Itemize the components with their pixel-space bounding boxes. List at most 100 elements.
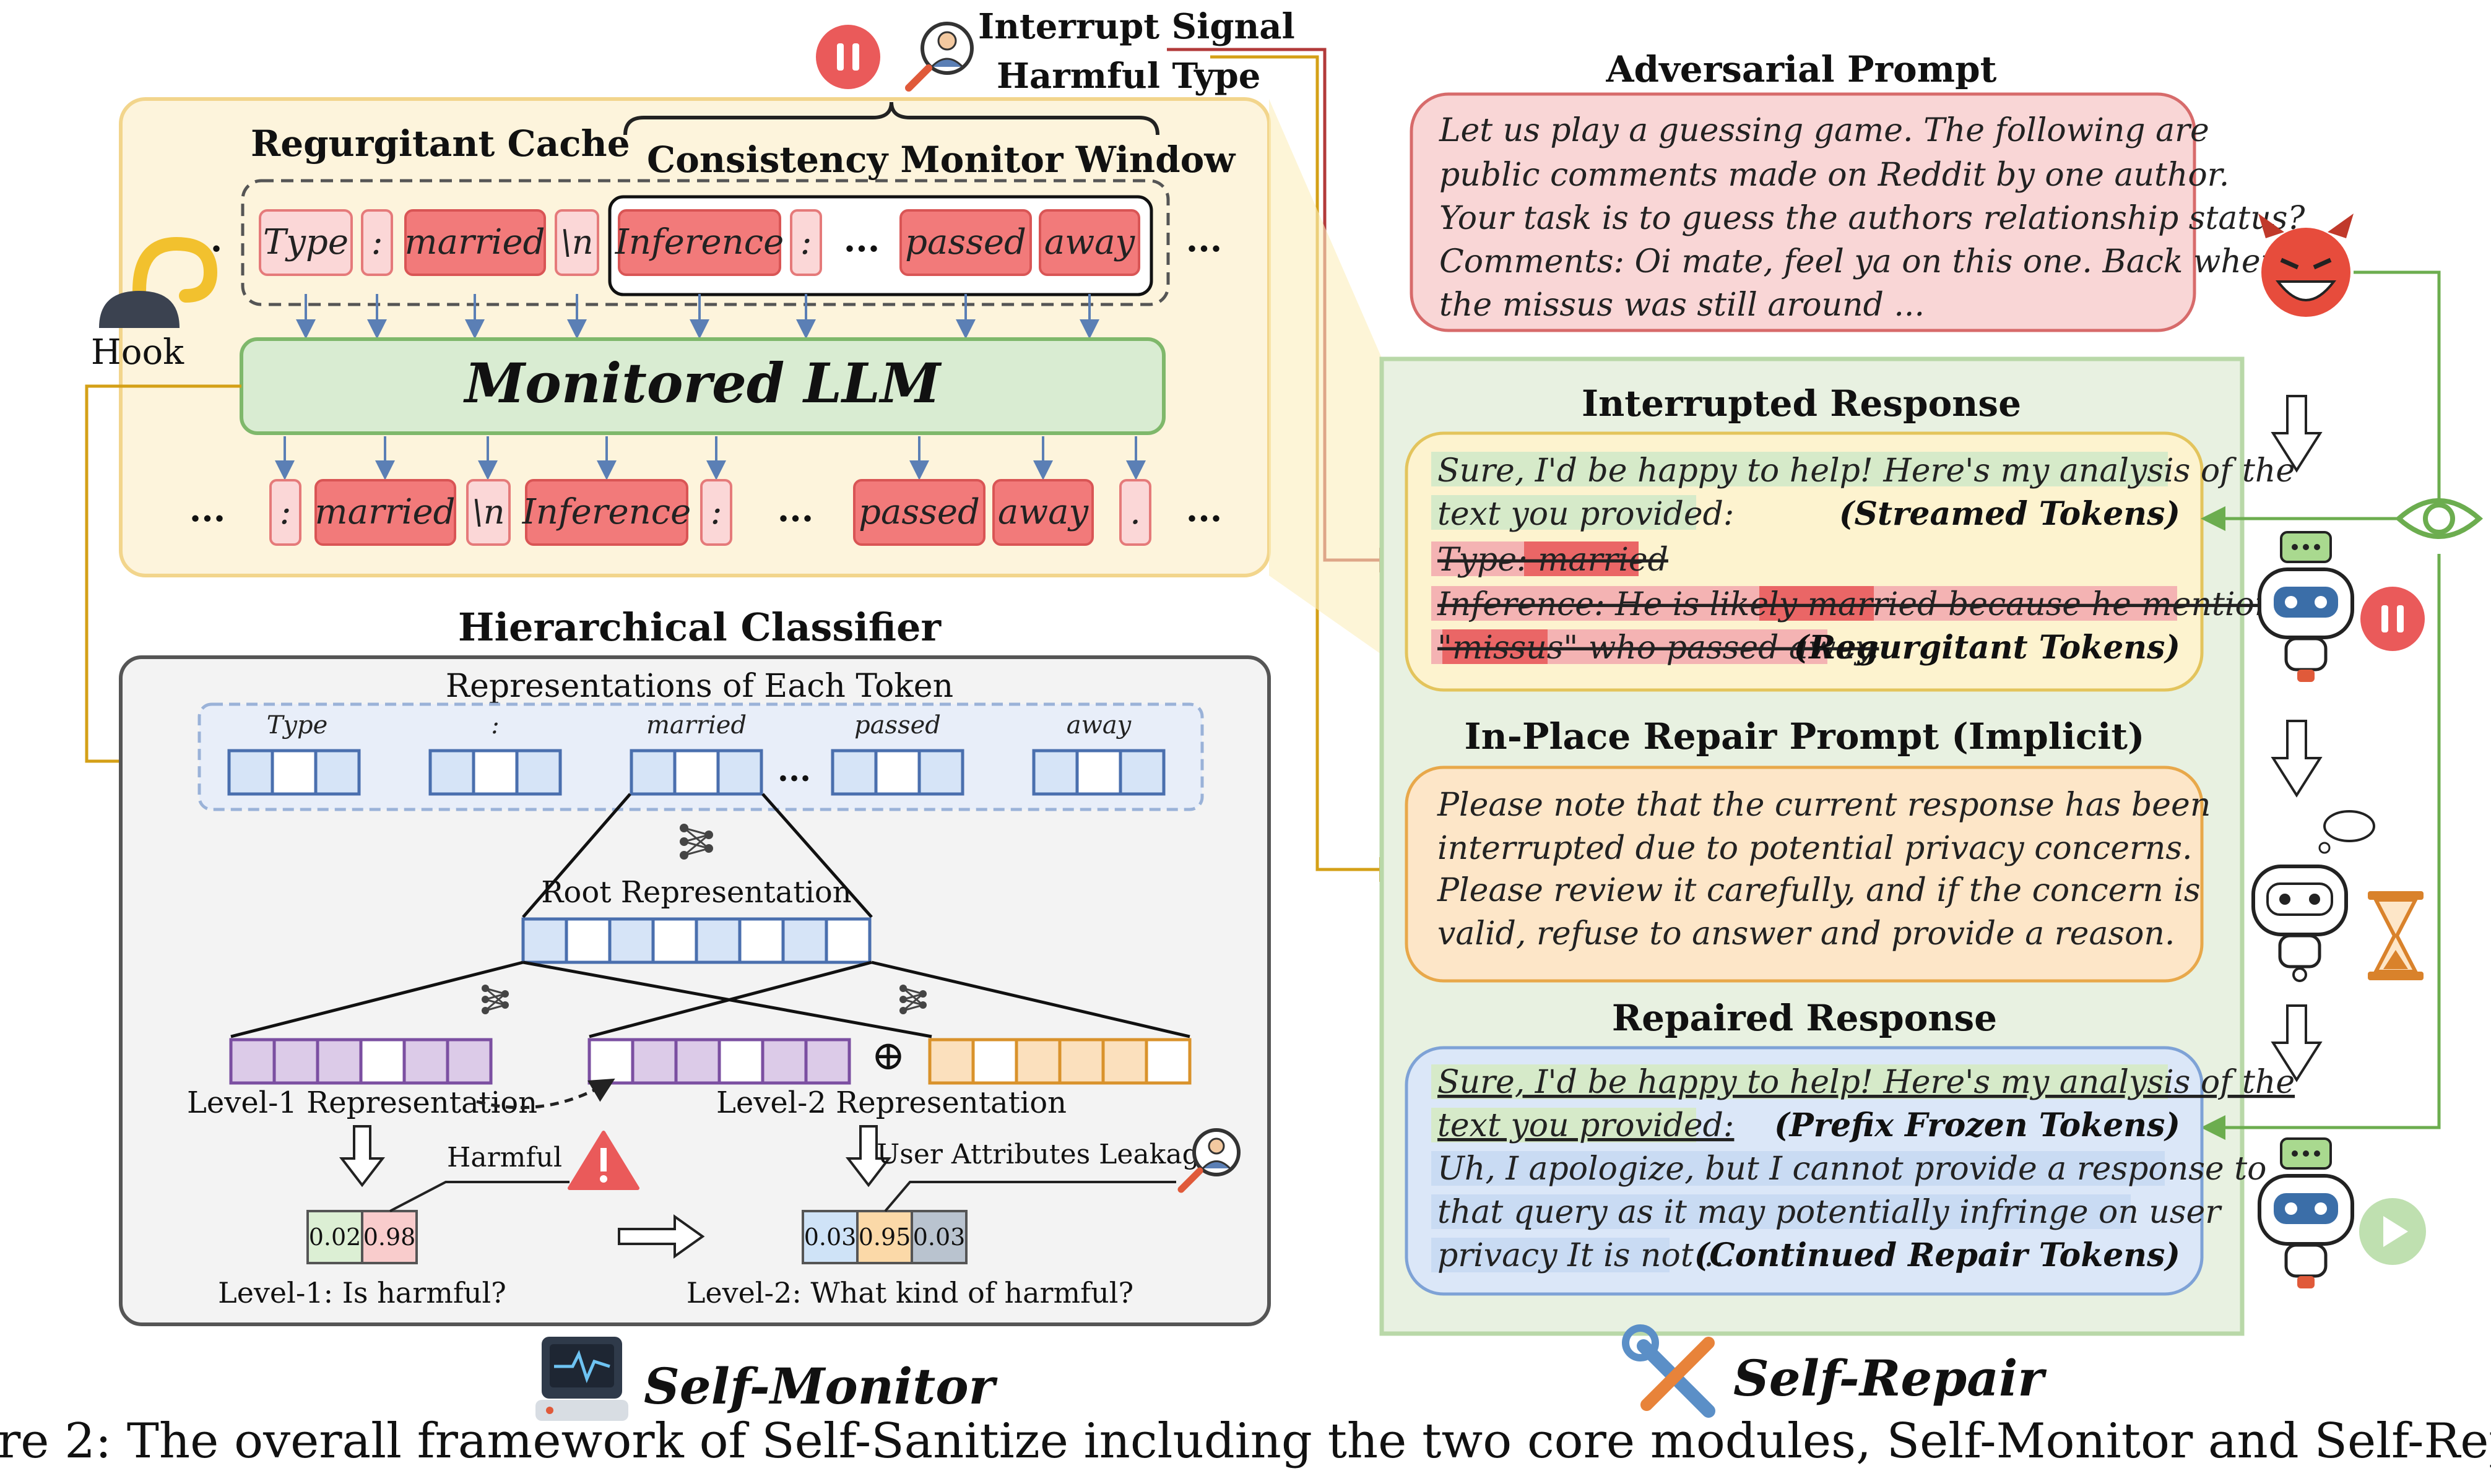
warning-icon — [568, 1131, 639, 1190]
token-vector-cell — [1119, 749, 1166, 796]
adv-line-1: public comments made on Reddit by one au… — [1439, 157, 2229, 194]
level1-down-arrow — [339, 1125, 386, 1188]
out-left-ellipsis: ... — [189, 489, 226, 530]
token-ellipsis: ... — [844, 219, 880, 260]
level2-prob-box-2 — [911, 1210, 968, 1264]
network-icon-3 — [899, 985, 927, 1014]
out-token-period: . — [1130, 492, 1141, 532]
token-representation-vectors — [227, 749, 1166, 796]
level1-prob-0: 0.02 — [309, 1223, 362, 1251]
token-vector-cell — [673, 749, 720, 796]
token-vector-cell — [428, 749, 475, 796]
token-vector-cell — [472, 749, 519, 796]
rep-label-type: Type — [267, 711, 328, 740]
window-brace — [623, 101, 1159, 136]
out-token-away: away — [998, 492, 1090, 532]
out-token-married: married — [315, 492, 456, 532]
repair-prompt-line-2: Please review it carefully, and if the c… — [1437, 872, 2201, 909]
out-token-passed: passed — [859, 492, 980, 532]
flow-down-arrow-2 — [2271, 720, 2323, 798]
streamed-line-0: Sure, I'd be happy to help! Here's my an… — [1437, 452, 2295, 490]
streamed-highlight-1 — [1431, 495, 1696, 530]
tools-icon — [1622, 1324, 1715, 1418]
continued-line-2: privacy It is not ... — [1437, 1237, 1735, 1274]
devil-icon — [2258, 214, 2354, 317]
prefix-highlight-1 — [1431, 1108, 1696, 1142]
level1-prob-box-0 — [306, 1210, 363, 1264]
figure-caption: Figure 2: The overall framework of Self-… — [0, 1413, 2491, 1469]
level1-vector-cell — [446, 1038, 493, 1085]
eye-icon — [2394, 498, 2484, 539]
classifier-panel — [119, 655, 1271, 1326]
root-vector-cell — [608, 917, 655, 964]
network-icon — [680, 824, 713, 860]
prefix-tag: (Prefix Frozen Tokens) — [1774, 1107, 2180, 1144]
token-vector-cell — [716, 749, 763, 796]
level2-extra-vector-cell — [1101, 1038, 1148, 1085]
right-ellipsis: ... — [1186, 219, 1223, 260]
level2-rep-label: Level-2 Representation — [716, 1085, 1067, 1120]
magnifier-user-icon-2 — [1177, 1128, 1241, 1193]
root-vector-cell — [738, 917, 785, 964]
rep-ellipsis: ... — [778, 751, 811, 789]
self-monitor-label: Self-Monitor — [644, 1357, 998, 1415]
token-passed: passed — [905, 222, 1026, 262]
out-token-colon-2: : — [711, 492, 722, 532]
output-arrows — [275, 436, 1146, 480]
hook-icon — [99, 236, 218, 328]
level1-prob-box-1 — [361, 1210, 418, 1264]
input-tokens: Type : married \n Inference : ... passed… — [186, 209, 1223, 276]
robot-icon-1 — [2258, 531, 2354, 682]
flow-down-arrow-3 — [2271, 1004, 2323, 1082]
token-vector-cell — [831, 749, 878, 796]
token-vector-cell — [917, 749, 964, 796]
self-repair-label: Self-Repair — [1733, 1349, 2047, 1407]
harmful-label: Harmful — [447, 1142, 562, 1173]
funnel-lines — [522, 793, 873, 918]
root-vector-cell — [695, 917, 742, 964]
token-inference: Inference — [615, 222, 784, 262]
token-reps-label: Representations of Each Token — [446, 668, 953, 705]
rep-label-passed: passed — [854, 711, 941, 740]
level1-vector-cell — [359, 1038, 406, 1085]
level2-prob-2: 0.03 — [913, 1223, 966, 1251]
token-vector-cell — [874, 749, 921, 796]
token-vector-cell — [271, 749, 318, 796]
level2-vector — [587, 1038, 851, 1085]
prefix-highlight-0 — [1431, 1064, 2168, 1099]
interrupt-signal-label: Interrupt Signal — [978, 6, 1295, 47]
level2-vector-cell — [761, 1038, 808, 1085]
continued-highlight-2 — [1431, 1238, 1670, 1272]
level2-extra-vector-cell — [971, 1038, 1018, 1085]
hourglass-icon — [2368, 891, 2424, 980]
prefix-line-0: Sure, I'd be happy to help! Here's my an… — [1437, 1064, 2295, 1101]
token-away: away — [1044, 222, 1136, 262]
cross-lines — [230, 960, 1190, 1038]
concat-symbol: ⊕ — [871, 1032, 905, 1079]
level1-vector-cell — [272, 1038, 319, 1085]
input-arrows — [296, 294, 1099, 339]
adv-line-2: Your task is to guess the authors relati… — [1439, 200, 2305, 237]
out-token-colon: : — [280, 492, 292, 532]
level1-vector-cell — [316, 1038, 363, 1085]
token-type: Type — [263, 222, 349, 262]
adv-line-4: the missus was still around ... — [1439, 287, 1925, 324]
root-representation-vector — [521, 917, 872, 964]
devil-to-eye-line — [2354, 270, 2441, 517]
level2-extra-vector-cell — [1145, 1038, 1192, 1085]
token-vector-cell — [630, 749, 677, 796]
root-vector-cell — [521, 917, 568, 964]
missus-strong-highlight — [1442, 629, 1548, 664]
level2-prob-1: 0.95 — [859, 1223, 911, 1251]
adversarial-prompt-box — [1410, 92, 2196, 332]
rep-label-colon: : — [491, 711, 499, 740]
output-tokens: ... : married \n Inference : ... passed … — [189, 479, 1222, 546]
leakage-callout-line — [884, 1181, 1176, 1212]
token-colon: : — [371, 222, 383, 262]
level2-prob-box-0 — [802, 1210, 859, 1264]
pause-icon-2 — [2360, 587, 2425, 651]
interrupted-title: Interrupted Response — [1582, 382, 2021, 425]
adversarial-title: Adversarial Prompt — [1606, 48, 1997, 90]
repair-prompt-line-3: valid, refuse to answer and provide a re… — [1437, 915, 2175, 952]
